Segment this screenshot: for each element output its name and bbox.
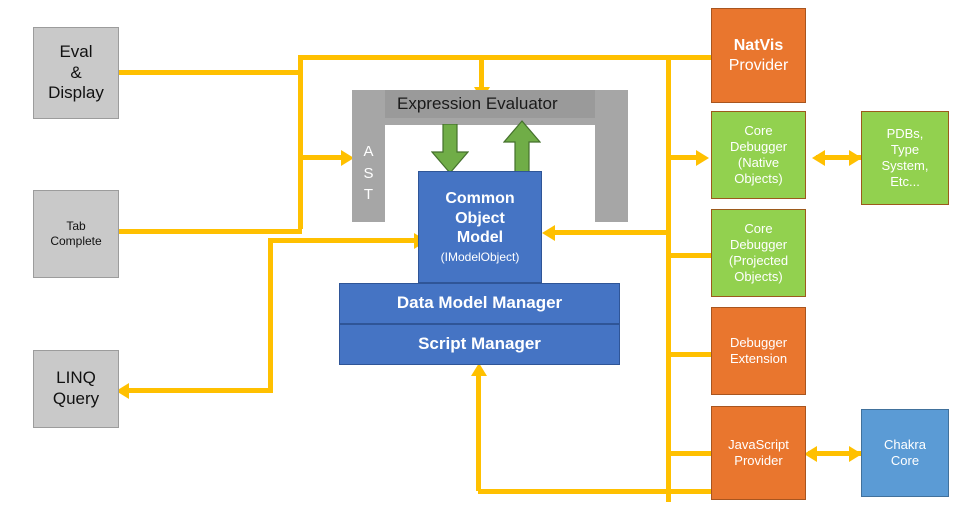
connector-js-to-chakra bbox=[808, 451, 862, 456]
arrow-into-core-debugger-native bbox=[696, 150, 709, 166]
box-linq-query[interactable]: LINQ Query bbox=[33, 350, 119, 428]
chakra-core-line-2: Core bbox=[890, 453, 920, 468]
connector-js-riser bbox=[476, 375, 481, 491]
connector-bus-to-javascript-provider bbox=[668, 451, 714, 456]
box-script-manager[interactable]: Script Manager bbox=[339, 324, 620, 365]
box-data-model-manager[interactable]: Data Model Manager bbox=[339, 283, 620, 324]
block-arrow-down-to-model bbox=[431, 124, 469, 174]
pdbs-line-2: Type bbox=[890, 142, 920, 158]
ast-letter-a: A bbox=[363, 142, 374, 160]
connector-into-common-object-model bbox=[268, 238, 418, 243]
core-debugger-projected-line-3: (Projected bbox=[728, 253, 789, 268]
connector-to-ast bbox=[300, 155, 344, 160]
natvis-provider-line-2: Provider bbox=[728, 56, 789, 74]
arrow-to-chakra-core bbox=[849, 446, 862, 462]
connector-right-bus bbox=[666, 57, 671, 502]
arrow-to-pdbs bbox=[849, 150, 862, 166]
debugger-extension-line-2: Extension bbox=[729, 351, 788, 366]
box-eval-display[interactable]: Eval & Display bbox=[33, 27, 119, 119]
arrow-into-linq-query bbox=[116, 383, 129, 399]
connector-linq-riser bbox=[268, 238, 273, 390]
arrow-model-inbound bbox=[542, 225, 555, 241]
box-core-debugger-projected[interactable]: Core Debugger (Projected Objects) bbox=[711, 209, 806, 297]
common-object-model-line-3: Model bbox=[456, 229, 504, 247]
ast-letter-s: S bbox=[363, 164, 374, 182]
core-debugger-projected-line-1: Core bbox=[744, 221, 773, 237]
connector-js-to-script-manager bbox=[478, 489, 718, 494]
box-pdbs-type-system[interactable]: PDBs, Type System, Etc... bbox=[861, 111, 949, 205]
box-tab-complete-line-1: Tab bbox=[66, 219, 86, 234]
box-linq-query-line-2: Query bbox=[52, 389, 100, 408]
core-debugger-native-line-4: Objects) bbox=[734, 170, 783, 186]
ast-label: A S T bbox=[352, 125, 385, 222]
expression-evaluator-label: Expression Evaluator bbox=[397, 94, 558, 113]
box-linq-query-line-1: LINQ bbox=[56, 368, 96, 388]
block-arrow-up-to-evaluator bbox=[503, 120, 541, 174]
box-javascript-provider[interactable]: JavaScript Provider bbox=[711, 406, 806, 500]
javascript-provider-line-2: Provider bbox=[734, 453, 783, 468]
common-object-model-line-1: Common bbox=[445, 190, 515, 208]
connector-bus-to-core-projected bbox=[668, 253, 714, 258]
box-eval-display-line-1: Eval bbox=[59, 41, 93, 61]
box-debugger-extension[interactable]: Debugger Extension bbox=[711, 307, 806, 395]
box-eval-display-line-2: & bbox=[70, 62, 82, 82]
connector-eval-to-bus bbox=[118, 70, 303, 75]
arrow-into-ast bbox=[341, 150, 354, 166]
connector-bus-to-debugger-extension bbox=[668, 352, 714, 357]
box-tab-complete-line-2: Complete bbox=[50, 234, 102, 248]
core-debugger-projected-line-4: Objects) bbox=[734, 268, 783, 284]
core-debugger-projected-line-2: Debugger bbox=[729, 237, 788, 253]
common-object-model-line-2: Object bbox=[455, 209, 505, 227]
common-object-model-subtitle: (IModelObject) bbox=[440, 249, 520, 264]
arrow-from-pdbs bbox=[812, 150, 825, 166]
core-debugger-native-line-1: Core bbox=[744, 123, 773, 139]
connector-tabcomplete-out bbox=[118, 229, 302, 234]
connector-core-native-to-pdbs bbox=[816, 155, 862, 160]
box-chakra-core[interactable]: Chakra Core bbox=[861, 409, 949, 497]
core-debugger-native-line-3: (Native bbox=[737, 155, 780, 170]
expression-evaluator-title-bar: Expression Evaluator bbox=[385, 90, 595, 118]
arrow-from-chakra-core bbox=[804, 446, 817, 462]
ast-letter-t: T bbox=[363, 186, 374, 204]
debugger-extension-line-1: Debugger bbox=[729, 335, 788, 351]
connector-bus-to-evaluator bbox=[479, 57, 484, 89]
box-core-debugger-native[interactable]: Core Debugger (Native Objects) bbox=[711, 111, 806, 199]
pdbs-line-1: PDBs, bbox=[886, 126, 924, 142]
pdbs-line-3: System, bbox=[881, 158, 929, 173]
connector-left-riser bbox=[298, 57, 303, 229]
connector-bus-to-model bbox=[553, 230, 669, 235]
box-common-object-model[interactable]: Common Object Model (IModelObject) bbox=[418, 171, 542, 283]
connector-linq-return bbox=[128, 388, 273, 393]
script-manager-label: Script Manager bbox=[418, 334, 541, 354]
chakra-core-line-1: Chakra bbox=[884, 437, 926, 453]
pdbs-line-4: Etc... bbox=[890, 173, 920, 189]
box-eval-display-line-3: Display bbox=[48, 83, 104, 103]
arrow-into-script-manager bbox=[471, 363, 487, 376]
natvis-provider-line-1: NatVis bbox=[733, 36, 784, 54]
connector-bus-to-core-native bbox=[668, 155, 698, 160]
connector-top-bus bbox=[298, 55, 713, 60]
javascript-provider-line-1: JavaScript bbox=[728, 437, 789, 453]
core-debugger-native-line-2: Debugger bbox=[729, 139, 788, 155]
data-model-manager-label: Data Model Manager bbox=[396, 293, 563, 313]
box-tab-complete[interactable]: Tab Complete bbox=[33, 190, 119, 278]
box-natvis-provider[interactable]: NatVis Provider bbox=[711, 8, 806, 103]
